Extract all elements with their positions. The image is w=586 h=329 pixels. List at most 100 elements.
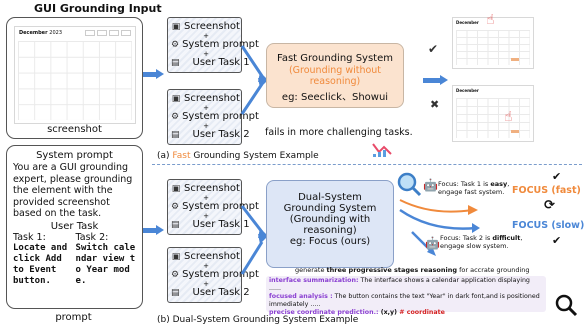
plus: + <box>203 104 209 112</box>
arrow-to-results <box>423 75 448 85</box>
input-system-prompt: System prompt <box>182 269 259 280</box>
image-icon: ▣ <box>171 184 181 194</box>
input-user-task: User Task 2 <box>192 287 250 298</box>
gear-icon: ⚙ <box>171 40 180 50</box>
dual-line3: (Grounding with reasoning) <box>289 214 371 236</box>
check-icon: ✔ <box>552 170 562 183</box>
calendar-month: December <box>19 30 48 36</box>
input-system-prompt: System prompt <box>182 39 259 50</box>
reasoning-label-1: interface summarization: <box>269 277 359 284</box>
bottom-input-task1: ▣Screenshot + ⚙System prompt + ▤User Tas… <box>167 179 259 235</box>
arrow-left-top <box>143 69 164 79</box>
calendar-year: 2023 <box>49 30 63 36</box>
image-icon: ▣ <box>171 22 181 32</box>
image-icon: ▣ <box>171 252 181 262</box>
prompt-text: You are a GUI grounding expert, please g… <box>13 162 133 219</box>
plus: + <box>203 194 209 202</box>
plus: + <box>203 280 209 288</box>
task2-text: Switch calendar view to Year mode. <box>75 242 136 286</box>
plus: + <box>203 32 209 40</box>
magnifier-icon <box>555 294 578 317</box>
plus: + <box>203 122 209 130</box>
focus2-bold: difficult <box>492 234 521 242</box>
plus: + <box>203 262 209 270</box>
caption-a-prefix: (a) <box>157 151 173 161</box>
gear-icon: ⚙ <box>171 270 180 280</box>
reasoning-text-2-cont: immediately ..... <box>269 301 321 308</box>
document-icon: ▤ <box>171 220 180 230</box>
input-user-task: User Task 1 <box>192 57 250 68</box>
dual-line2: Grounding System <box>283 203 377 214</box>
cycle-icon: ⟳ <box>544 198 555 213</box>
top-input-task1: ▣Screenshot + ⚙System prompt + ▤User Tas… <box>167 17 259 73</box>
document-icon: ▤ <box>171 58 180 68</box>
chart-icon <box>372 143 392 157</box>
caption-a-highlight: Fast <box>172 151 191 161</box>
magnifier-icon <box>397 172 422 197</box>
label-focus-fast: FOCUS (fast) <box>512 185 581 196</box>
document-icon: ▤ <box>171 130 180 140</box>
task2-label: Task 2: <box>75 231 109 243</box>
fail-text: fails in more challenging tasks. <box>265 127 413 138</box>
focus1-prefix: Focus: Task 1 is <box>438 180 491 188</box>
fast-system-eg: eg: Seeclick、Showui <box>281 92 389 103</box>
input-user-task: User Task 2 <box>192 129 250 140</box>
focus2-line2: engage slow system. <box>440 242 509 250</box>
prompt-caption: prompt <box>55 312 92 323</box>
focus1-bold: easy <box>490 180 508 188</box>
robot-icon: 🤖 <box>425 236 440 250</box>
input-screenshot: Screenshot <box>184 21 240 32</box>
input-system-prompt: System prompt <box>182 111 259 122</box>
hand-cursor-icon: ☝ <box>504 109 513 125</box>
screenshot-caption: screenshot <box>47 124 102 135</box>
reasoning-box: interface summarization: The interface s… <box>266 276 546 316</box>
prompt-title: System prompt <box>36 150 113 161</box>
reasoning-text-3: (x,y) <box>378 309 398 316</box>
reasoning-text-2: The button contains the text "Year" in d… <box>332 293 540 300</box>
focus-task1-note: Focus: Task 1 is easy, engage fast syste… <box>438 180 509 196</box>
top-converge-arrows <box>240 45 268 115</box>
fast-grounding-system: Fast Grounding System (Grounding without… <box>266 43 404 108</box>
result-calendar-2: December <box>452 85 534 142</box>
section-divider <box>152 164 582 165</box>
screenshot-panel: December 2023 screenshot <box>6 17 143 139</box>
generate-suffix: for accrate grounding <box>457 266 530 274</box>
fast-system-title: Fast Grounding System <box>277 53 393 64</box>
focus-task2-note: Focus: Task 2 is difficult, engage slow … <box>440 234 522 250</box>
bottom-converge-arrows <box>240 205 268 275</box>
input-user-task: User Task 1 <box>192 219 250 230</box>
caption-a: (a) Fast Grounding System Example <box>157 151 319 161</box>
bottom-input-task2: ▣Screenshot + ⚙System prompt + ▤ User Tas… <box>167 247 259 303</box>
reasoning-text-1: The interface shows a calendar applicati… <box>269 277 530 292</box>
arrow-left-bottom <box>143 225 164 235</box>
generate-bold: three progressive stages reasoning <box>326 266 458 274</box>
input-screenshot: Screenshot <box>184 251 240 262</box>
focus1-suffix: , <box>507 180 510 188</box>
dual-system-box: Dual-System Grounding System (Grounding … <box>266 180 394 268</box>
input-system-prompt: System prompt <box>182 201 259 212</box>
check-icon: ✔ <box>552 234 562 247</box>
caption-a-rest: Grounding System Example <box>190 151 319 161</box>
top-input-task2: ▣Screenshot + ⚙System prompt + ▤ User Tas… <box>167 89 259 145</box>
focus2-suffix: , <box>520 234 523 242</box>
dual-line1: Dual-System <box>298 192 362 203</box>
document-icon: ▤ <box>171 288 180 298</box>
reasoning-label-3: precise coordinate prediction.: <box>269 309 379 316</box>
task1-label: Task 1: <box>13 231 46 243</box>
calendar-preview: December 2023 <box>14 26 136 124</box>
gui-grounding-title: GUI Grounding Input <box>34 2 162 15</box>
reasoning-label-2: focused analysis : <box>269 293 333 300</box>
hand-cursor-icon: ☝ <box>486 12 495 28</box>
gear-icon: ⚙ <box>171 112 180 122</box>
robot-icon: 🤖 <box>423 178 438 192</box>
input-screenshot: Screenshot <box>184 93 240 104</box>
task1-text: Locate and click Add to Event button. <box>13 242 68 286</box>
plus: + <box>203 212 209 220</box>
branch-arrows <box>399 199 480 256</box>
user-task-label: User Task <box>50 220 99 232</box>
image-icon: ▣ <box>171 94 181 104</box>
result-calendar-1: December <box>452 17 534 69</box>
fast-system-sub: (Grounding without reasoning) <box>288 65 382 87</box>
cross-icon: ✖ <box>430 98 440 111</box>
reasoning-hash: # coordinate <box>397 309 445 316</box>
